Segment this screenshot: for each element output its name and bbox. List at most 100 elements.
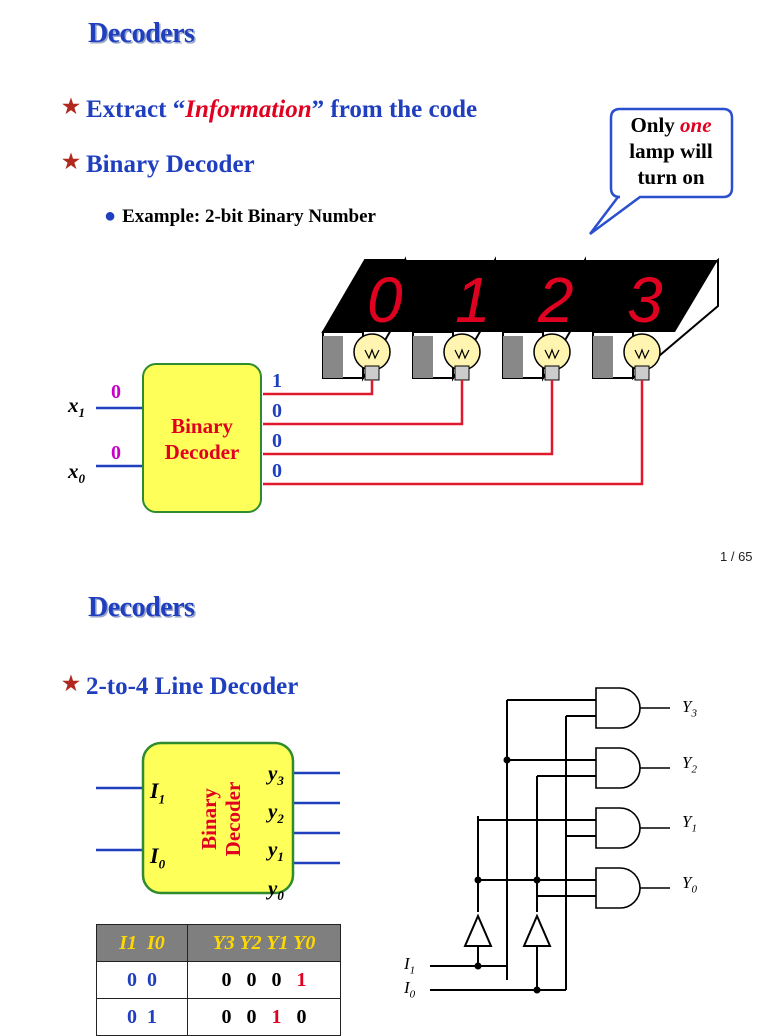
star-icon: ★ (62, 96, 80, 118)
callout-line2: lamp will (629, 139, 713, 163)
callout-line3: turn on (637, 165, 705, 189)
and-gate-y3 (595, 687, 641, 729)
and-gate-y1 (595, 807, 641, 849)
cell: 1 (271, 1005, 282, 1028)
block-output-y0: y0 (268, 873, 284, 911)
output-sub: 3 (277, 773, 284, 789)
digit-3: 3 (627, 264, 663, 336)
input-value-x1: 0 (111, 381, 121, 403)
slide1-sub-bullet: ●Example: 2-bit Binary Number (104, 205, 376, 228)
circuit-input-sub: 0 (409, 988, 416, 1001)
lamp-icon (623, 333, 661, 381)
bullet-text-pre: Extract “ (85, 96, 186, 123)
and-gate-y2 (595, 747, 641, 789)
gate-output-Y0: Y0 (682, 873, 697, 895)
decoder-label-line2: Decoder (164, 440, 240, 464)
gate-circuit (430, 687, 670, 994)
block-output-y1: y1 (268, 834, 284, 872)
digit-0: 0 (367, 264, 403, 336)
lamp-icon (533, 333, 571, 381)
page-number: 1 / 65 (720, 549, 753, 564)
output-value-1: 0 (272, 400, 282, 422)
header-cell: Y2 (239, 931, 262, 954)
bullet-text: Binary Decoder (85, 151, 255, 178)
row-inputs: 0 1 (96, 998, 188, 1036)
block-input-sub: 0 (158, 856, 166, 872)
slide1-bullet-extract: ★Extract “Information” from the code (62, 96, 477, 124)
cell: 1 (296, 968, 307, 991)
decoder-block-diagram (96, 741, 340, 895)
bullet-text-italic: Information (185, 96, 312, 123)
input-value-x0: 0 (111, 442, 121, 464)
gate-output-Y1: Y1 (682, 812, 697, 834)
block-input-name: I (150, 843, 159, 868)
cell: 0 (127, 968, 137, 991)
bullet-text: 2-to-4 Line Decoder (85, 673, 299, 700)
digit-2: 2 (537, 264, 574, 336)
wire-out-1 (263, 380, 464, 426)
input-name: x (68, 459, 79, 483)
block-label: Binary Decoder (197, 774, 245, 864)
circuit-input-name: I (404, 954, 410, 973)
slide2-title: Decoders (88, 592, 195, 623)
block-input-I0: I0 (150, 843, 165, 872)
callout-text: Only one lamp will turn on (613, 112, 729, 190)
cell: 0 (246, 968, 257, 991)
input-label-x1: x1 (68, 393, 85, 421)
decoder-label-line1: Binary (171, 414, 233, 438)
gate-output-name: Y (682, 873, 692, 892)
header-cell: Y1 (266, 931, 289, 954)
cell: 0 (296, 1005, 307, 1028)
truth-table: I1 I0 Y3 Y2 Y1 Y0 0 0 0 0 0 1 0 1 0 0 1 … (96, 924, 341, 1036)
cell: 0 (246, 1005, 257, 1028)
header-cell: I1 (119, 931, 137, 954)
gate-output-name: Y (682, 812, 692, 831)
and-gate-y0 (595, 867, 641, 909)
sub-bullet-text: Example: 2-bit Binary Number (122, 206, 376, 227)
input-label-x0: x0 (68, 459, 85, 487)
gate-output-Y3: Y3 (682, 697, 697, 719)
truth-table-header: I1 I0 Y3 Y2 Y1 Y0 (96, 924, 341, 962)
callout-line1-pre: Only (630, 113, 681, 137)
slide1-title: Decoders (88, 18, 195, 49)
cell: 1 (147, 1005, 157, 1028)
gate-output-name: Y (682, 697, 692, 716)
block-outputs: y3 y2 y1 y0 (268, 758, 284, 911)
display-top-band (323, 260, 718, 332)
circuit-input-I0: I0 (404, 978, 415, 1000)
output-value-0: 1 (272, 370, 282, 392)
gate-output-sub: 0 (691, 883, 697, 896)
output-value-3: 0 (272, 460, 282, 482)
input-sub: 1 (78, 405, 86, 421)
table-row: 0 1 0 0 1 0 (96, 998, 341, 1036)
wire-out-3 (263, 380, 644, 486)
gate-output-sub: 2 (691, 763, 697, 776)
row-outputs: 0 0 1 0 (187, 998, 341, 1036)
row-outputs: 0 0 0 1 (187, 961, 341, 999)
circuit-input-sub: 1 (409, 964, 416, 977)
gate-output-sub: 3 (691, 707, 697, 720)
output-name: y (268, 875, 278, 900)
header-cell: I0 (147, 931, 165, 954)
block-label-line2: Decoder (221, 781, 245, 857)
gate-output-Y2: Y2 (682, 753, 697, 775)
lamp-icon (353, 333, 391, 381)
block-input-sub: 1 (158, 791, 166, 807)
wire-out-0 (263, 380, 374, 396)
output-name: y (268, 837, 278, 862)
bullet-text-post: ” from the code (311, 96, 478, 123)
circuit-input-name: I (404, 978, 410, 997)
output-sub: 0 (277, 887, 284, 903)
cell: 0 (127, 1005, 137, 1028)
block-label-line1: Binary (197, 788, 221, 850)
output-value-2: 0 (272, 430, 282, 452)
cell: 0 (221, 1005, 232, 1028)
row-inputs: 0 0 (96, 961, 188, 999)
block-input-I1: I1 (150, 778, 165, 807)
star-icon: ★ (62, 151, 80, 173)
block-output-y3: y3 (268, 758, 284, 796)
gate-output-sub: 1 (691, 822, 697, 835)
callout-bubble (589, 107, 734, 236)
output-sub: 2 (277, 811, 284, 827)
decoder-label: Binary Decoder (142, 413, 262, 465)
